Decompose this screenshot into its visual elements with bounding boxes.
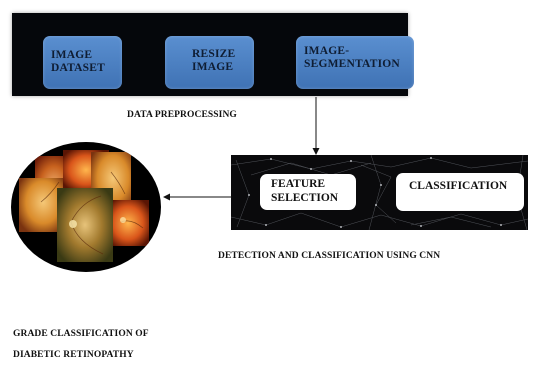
cnn-panel: FEATURE SELECTION CLASSIFICATION xyxy=(231,155,528,230)
retina-image-collage xyxy=(11,142,161,272)
image-segmentation-label: IMAGE- SEGMENTATION xyxy=(304,45,400,70)
flow-arrows xyxy=(163,97,320,201)
resize-image-label: RESIZE IMAGE xyxy=(192,48,236,73)
image-segmentation-stage: IMAGE- SEGMENTATION xyxy=(296,36,414,89)
feature-selection-label: FEATURE SELECTION xyxy=(271,178,339,204)
image-dataset-stage: IMAGE DATASET xyxy=(43,36,122,89)
classification-box: CLASSIFICATION xyxy=(396,173,524,211)
cnn-detection-caption: DETECTION AND CLASSIFICATION USING CNN xyxy=(218,251,441,261)
image-dataset-label: IMAGE DATASET xyxy=(51,49,106,74)
neural-network-background xyxy=(231,155,528,230)
classification-label: CLASSIFICATION xyxy=(409,180,508,192)
grade-classification-caption: GRADE CLASSIFICATION OF DIABETIC RETINOP… xyxy=(13,329,149,360)
resize-image-stage: RESIZE IMAGE xyxy=(165,36,254,89)
preprocessing-panel: IMAGE DATASET RESIZE IMAGE IMAGE- SEGMEN… xyxy=(12,13,414,96)
feature-selection-box: FEATURE SELECTION xyxy=(260,174,356,210)
data-preprocessing-caption: DATA PREPROCESSING xyxy=(127,110,237,120)
